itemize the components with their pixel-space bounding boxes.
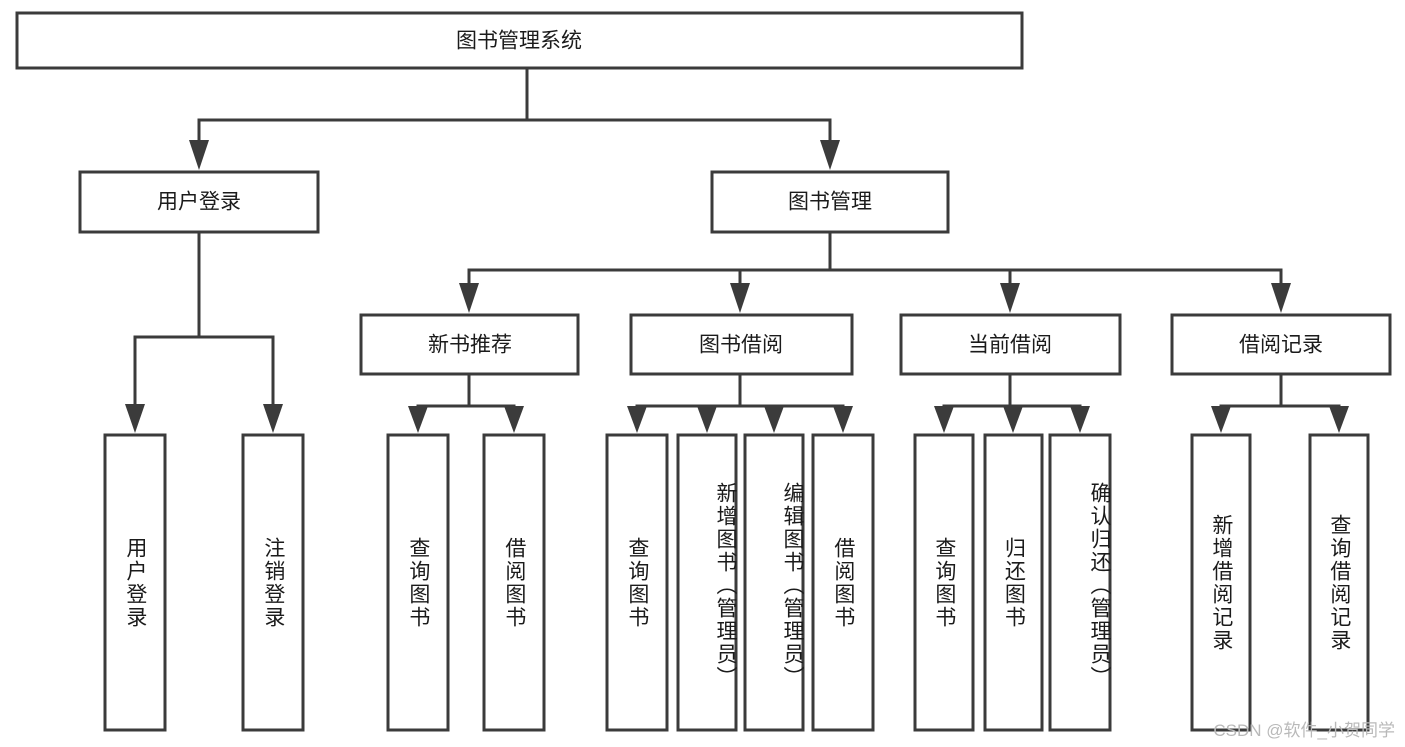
node-label-book-borrow: 图书借阅 xyxy=(699,334,783,357)
node-box-leaf-logout[interactable] xyxy=(241,433,305,732)
node-label-new-book-recommend: 新书推荐 xyxy=(428,334,512,357)
connector-group-current-borrow xyxy=(934,372,1090,433)
arrow-head-leaf-add-record xyxy=(1211,406,1231,433)
node-label-leaf-confirm-return: 确认归还（管理员） xyxy=(1088,482,1111,689)
node-box-leaf-query-book-rec[interactable] xyxy=(386,433,450,732)
arrow-head-leaf-query-book-rec xyxy=(408,406,428,433)
arrow-head-borrow-record xyxy=(1271,283,1291,313)
arrow-head-leaf-query-book-current xyxy=(934,406,954,433)
node-box-book-borrow[interactable] xyxy=(629,313,854,376)
arrow-head-user-login xyxy=(189,140,209,170)
node-label-book-management: 图书管理 xyxy=(788,191,872,214)
node-label-leaf-query-book-current: 查询图书 xyxy=(932,536,956,629)
connector-group-new-book-recommend xyxy=(408,372,524,433)
node-box-leaf-return-book[interactable] xyxy=(983,433,1044,732)
node-label-leaf-add-record: 新增借阅记录 xyxy=(1209,513,1233,652)
connector-group-root xyxy=(189,66,840,170)
node-box-leaf-user-login[interactable] xyxy=(103,433,167,732)
connector-group-borrow-record xyxy=(1211,372,1349,433)
node-label-leaf-query-book-rec: 查询图书 xyxy=(406,536,430,629)
node-label-leaf-borrow-book-rec: 借阅图书 xyxy=(502,536,526,629)
node-label-leaf-return-book: 归还图书 xyxy=(1002,536,1026,629)
arrow-head-leaf-return-book xyxy=(1003,406,1023,433)
connector-group-book-borrow xyxy=(627,372,853,433)
node-box-leaf-confirm-return[interactable] xyxy=(1048,433,1112,732)
node-box-new-book-recommend[interactable] xyxy=(359,313,580,376)
node-box-leaf-query-book-borrow[interactable] xyxy=(605,433,669,732)
arrow-head-book-borrow xyxy=(730,283,750,313)
arrow-head-leaf-edit-book xyxy=(764,406,784,433)
connector-group-user-login xyxy=(125,230,283,433)
connector-group-book-management xyxy=(459,230,1291,313)
arrow-head-leaf-borrow-book-rec xyxy=(504,406,524,433)
node-box-leaf-add-record[interactable] xyxy=(1190,433,1252,732)
node-box-borrow-record[interactable] xyxy=(1170,313,1392,376)
node-box-current-borrow[interactable] xyxy=(899,313,1122,376)
node-box-leaf-borrow-book-rec[interactable] xyxy=(482,433,546,732)
node-label-leaf-user-login: 用户登录 xyxy=(123,536,147,629)
arrow-head-book-management xyxy=(820,140,840,170)
node-box-leaf-borrow-book[interactable] xyxy=(811,433,875,732)
node-label-root: 图书管理系统 xyxy=(456,30,582,53)
csdn-watermark: CSDN @软件_小贺同学 xyxy=(1213,721,1395,740)
node-box-leaf-query-record[interactable] xyxy=(1308,433,1370,732)
node-label-borrow-record: 借阅记录 xyxy=(1239,334,1323,357)
node-box-leaf-edit-book[interactable] xyxy=(743,433,805,732)
node-label-user-login: 用户登录 xyxy=(157,191,241,214)
node-label-leaf-add-book: 新增图书（管理员） xyxy=(714,482,737,689)
node-box-leaf-query-book-current[interactable] xyxy=(913,433,975,732)
node-label-current-borrow: 当前借阅 xyxy=(968,334,1052,357)
arrow-head-new-book-recommend xyxy=(459,283,479,313)
node-label-leaf-edit-book: 编辑图书（管理员） xyxy=(781,482,804,689)
arrow-head-leaf-user-login xyxy=(125,404,145,433)
node-box-leaf-add-book[interactable] xyxy=(676,433,738,732)
arrow-head-leaf-query-record xyxy=(1329,406,1349,433)
node-box-book-management[interactable] xyxy=(710,170,950,234)
node-label-leaf-query-record: 查询借阅记录 xyxy=(1327,513,1351,652)
node-box-user-login[interactable] xyxy=(78,170,320,234)
node-label-leaf-logout: 注销登录 xyxy=(261,536,285,629)
arrow-head-current-borrow xyxy=(1000,283,1020,313)
arrow-head-leaf-logout xyxy=(263,404,283,433)
node-label-leaf-query-book-borrow: 查询图书 xyxy=(625,536,649,629)
arrow-head-leaf-add-book xyxy=(697,406,717,433)
arrow-head-leaf-query-book-borrow xyxy=(627,406,647,433)
node-label-leaf-borrow-book: 借阅图书 xyxy=(831,536,855,629)
node-box-root[interactable] xyxy=(15,11,1024,70)
arrow-head-leaf-borrow-book xyxy=(833,406,853,433)
arrow-head-leaf-confirm-return xyxy=(1070,406,1090,433)
